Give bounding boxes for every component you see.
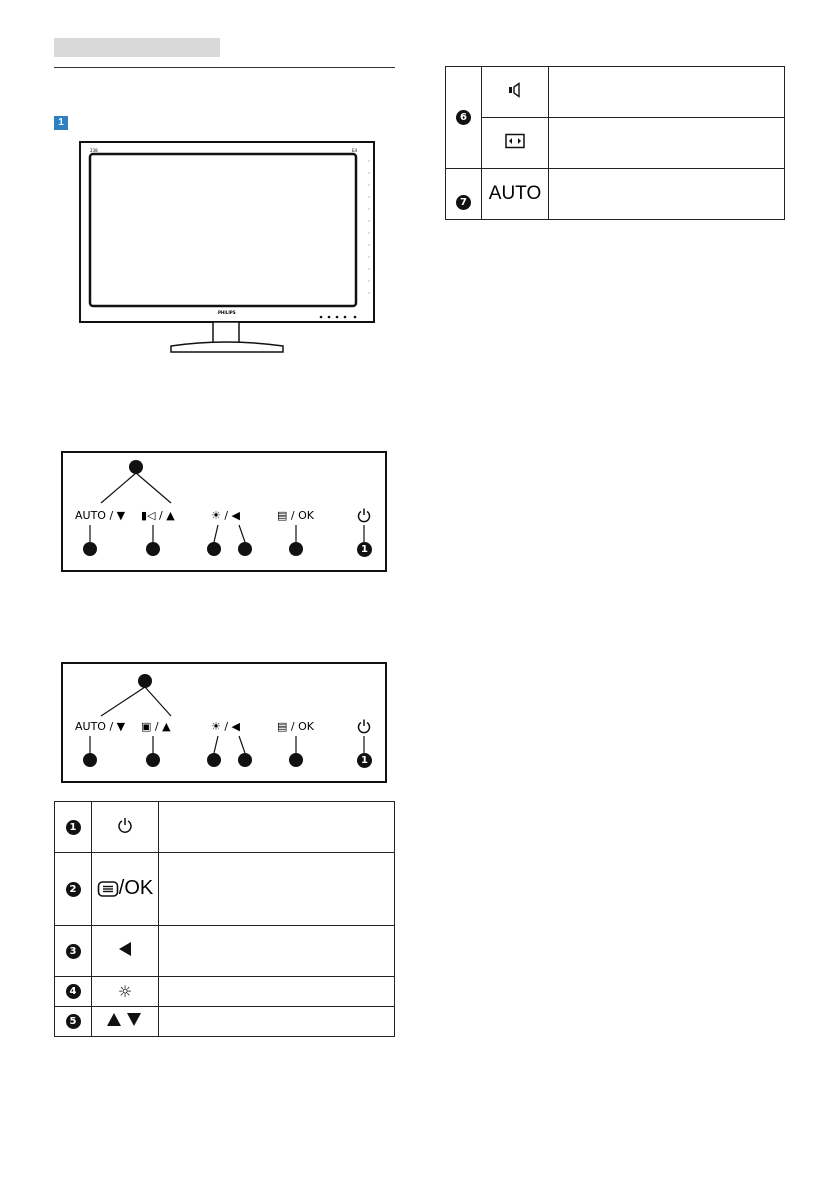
aspect-ratio-icon (481, 117, 549, 169)
callout-dot-6 (146, 542, 160, 556)
auto-down-label: AUTO / ▼ (75, 720, 126, 733)
monitor-model-left: 238 (90, 148, 98, 153)
callout-dot-3 (238, 542, 252, 556)
auto-down-label: AUTO / ▼ (75, 509, 126, 522)
row-number: 7 (456, 194, 471, 210)
description-cell (548, 117, 785, 169)
power-icon (357, 508, 371, 523)
callout-dot-2 (289, 542, 303, 556)
callout-num-1: 1 (357, 542, 372, 557)
row-num-cell: 7 (445, 168, 482, 220)
header-bar (54, 38, 220, 57)
ok-text: /OK (118, 877, 154, 900)
table-row: 5 (54, 1006, 395, 1037)
row-num-cell: 3 (54, 925, 92, 977)
table-row: 4 ☼ (54, 976, 395, 1007)
speaker-icon (481, 66, 549, 118)
table-row: 2 /OK (54, 852, 395, 926)
brightness-icon: ☼ (91, 976, 159, 1007)
menu-ok-icon: /OK (91, 852, 159, 926)
power-icon (91, 801, 159, 853)
row-num-cell: 5 (54, 1006, 92, 1037)
callout-dot-2 (289, 753, 303, 767)
table-row: 3 (54, 925, 395, 977)
description-cell (548, 168, 785, 220)
monitor-drawing (79, 141, 375, 353)
callout-dot-top (138, 674, 152, 688)
row-num-cell: 1 (54, 801, 92, 853)
section-number: 1 (58, 117, 64, 128)
table-row (446, 117, 785, 169)
table-row: 6 (445, 66, 785, 169)
description-cell (158, 1006, 395, 1037)
callout-lines (89, 472, 365, 543)
row-number: 2 (65, 881, 81, 897)
callout-dot-6 (146, 753, 160, 767)
volume-up-label: ▮◁ / ▲ (141, 509, 175, 522)
description-cell (158, 852, 395, 926)
left-arrow-icon (91, 925, 159, 977)
controls-table-left: 1 2 /OK 3 4 ☼ 5 (54, 801, 395, 1037)
callout-dot-top (129, 460, 143, 474)
aspect-up-label: ▣ / ▲ (141, 720, 171, 733)
callout-dot-4 (207, 542, 221, 556)
callout-dot-7 (83, 542, 97, 556)
monitor-model-right: E4 (352, 148, 358, 153)
section-number-badge: 1 (54, 116, 68, 130)
controls-table-right: 6 7 AUTO (445, 66, 785, 220)
description-cell (158, 801, 395, 853)
row-number: 1 (65, 819, 81, 835)
description-cell (158, 925, 395, 977)
menu-ok-label: ▤ / OK (277, 509, 314, 522)
menu-ok-label: ▤ / OK (277, 720, 314, 733)
callout-dot-3 (238, 753, 252, 767)
power-icon (357, 719, 371, 734)
auto-text: AUTO (481, 168, 549, 220)
row-number: 6 (456, 110, 471, 125)
callout-dot-4 (207, 753, 221, 767)
table-row: 7 AUTO (445, 168, 785, 220)
row-number: 4 (65, 984, 81, 999)
brightness-left-label: ☀ / ◀ (211, 509, 241, 522)
monitor-brand: PHILIPS (218, 310, 236, 315)
description-cell (158, 976, 395, 1007)
row-num-cell: 2 (54, 852, 92, 926)
row-number: 3 (65, 943, 81, 959)
row-num-cell: 6 (445, 66, 482, 169)
row-num-cell: 4 (54, 976, 92, 1007)
control-panel-a: AUTO / ▼ ▮◁ / ▲ ☀ / ◀ ▤ / OK 1 (61, 451, 387, 572)
up-down-arrows-icon (91, 1006, 159, 1037)
description-cell (548, 66, 785, 118)
brightness-left-label: ☀ / ◀ (211, 720, 241, 733)
callout-lines (89, 686, 365, 754)
callout-num-1: 1 (357, 753, 372, 768)
callout-dot-7 (83, 753, 97, 767)
control-panel-b: AUTO / ▼ ▣ / ▲ ☀ / ◀ ▤ / OK 1 (61, 662, 387, 783)
table-row: 1 (54, 801, 395, 853)
row-number: 5 (65, 1014, 81, 1029)
header-rule (54, 67, 395, 68)
